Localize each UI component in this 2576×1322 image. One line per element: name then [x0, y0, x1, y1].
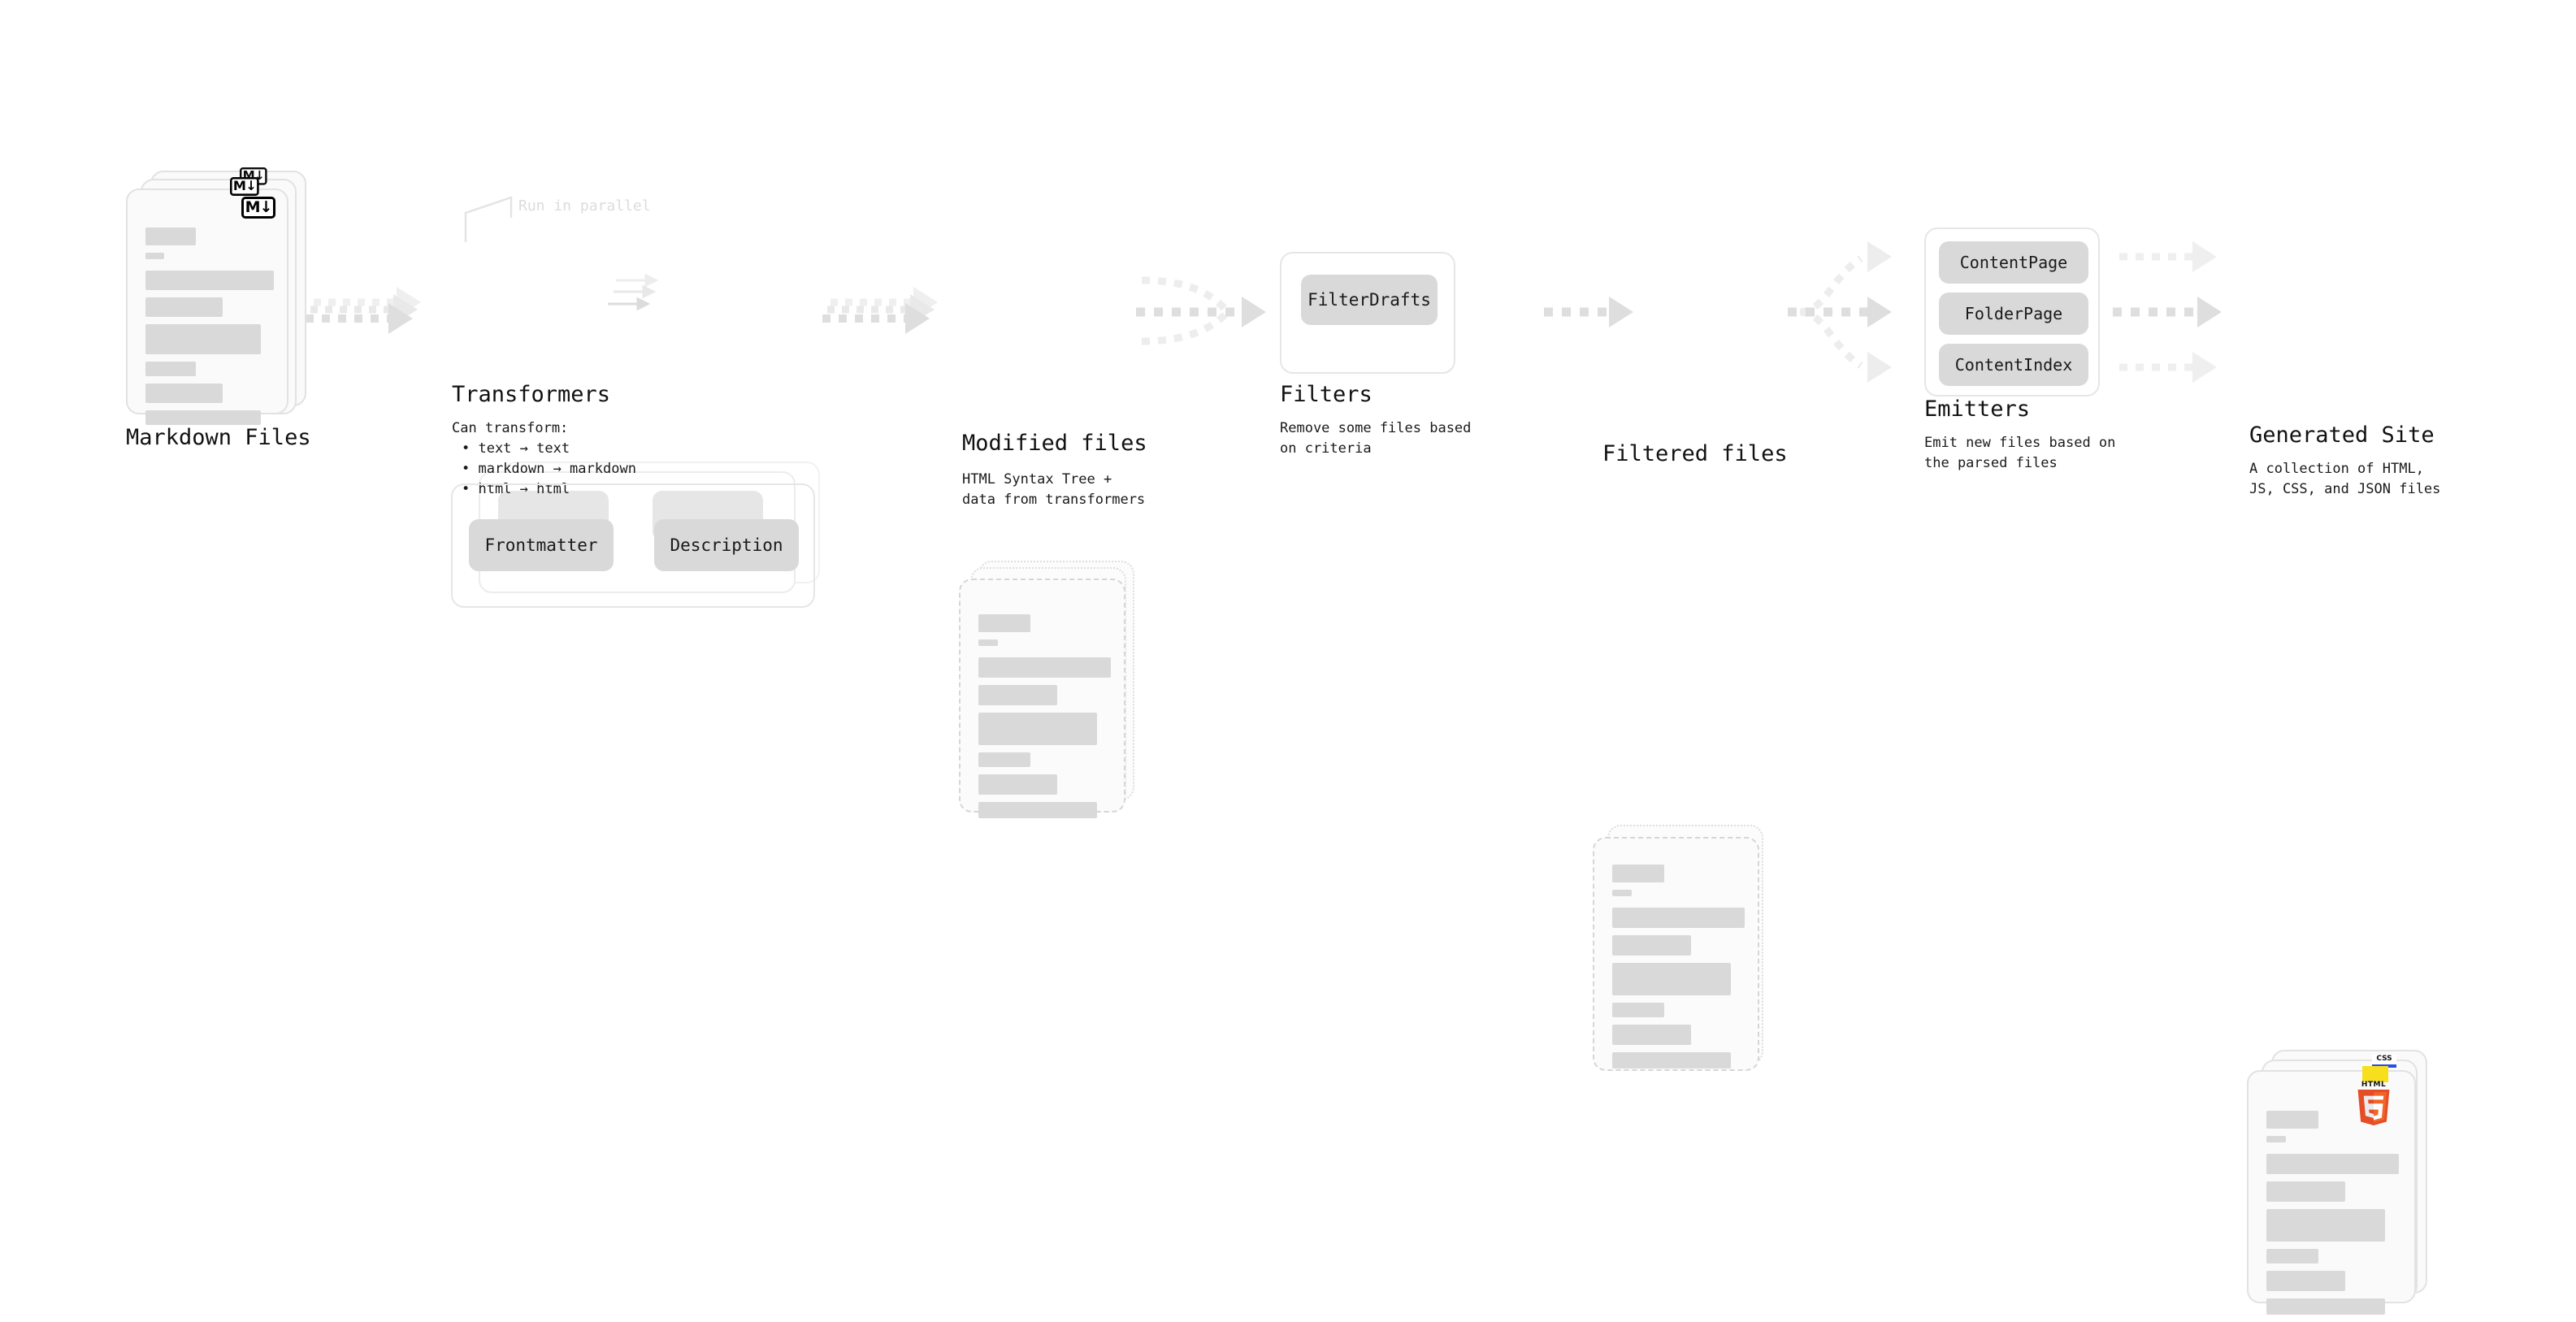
generated-site-caption: A collection of HTML, JS, CSS, and JSON … — [2249, 461, 2441, 497]
transformers-bullet-1: • markdown → markdown — [462, 461, 636, 477]
html5-icon-word: HTML — [2361, 1081, 2387, 1089]
run-in-parallel-bracket — [464, 196, 513, 242]
modified-skeleton-lines — [978, 614, 1111, 826]
transformers-bullets: • text → text • markdown → markdown • ht… — [462, 439, 636, 500]
transformer-inner-arrows — [608, 273, 659, 311]
connector-modified-to-filters — [1136, 276, 1266, 345]
transformers-stack: Frontmatter Description — [451, 462, 833, 608]
connector-filtered-to-emitters — [1788, 241, 1892, 383]
transformers-title: Transformers — [452, 382, 611, 407]
filtered-skeleton-lines — [1612, 865, 1745, 1076]
emitters-box-frame: ContentPage FolderPage ContentIndex — [1924, 228, 2100, 397]
filtered-files-stack — [1593, 825, 1780, 1077]
modified-files-stack — [959, 561, 1146, 818]
pill-filterdrafts[interactable]: FilterDrafts — [1301, 275, 1438, 325]
transformers-box-front: Frontmatter Description — [451, 483, 815, 608]
filtered-card-front — [1593, 837, 1759, 1071]
generated-site-stack: CSS HTML — [2247, 1050, 2442, 1315]
pill-contentindex[interactable]: ContentIndex — [1939, 344, 2088, 386]
markdown-files-title: Markdown Files — [126, 425, 311, 450]
filtered-files-title: Filtered files — [1602, 441, 1788, 466]
modified-files-title: Modified files — [962, 431, 1147, 456]
generated-site-title: Generated Site — [2249, 423, 2435, 448]
connector-emitters-to-site — [2113, 241, 2222, 383]
diagram-canvas: M↓ M↓ M↓ Markdown Files — [126, 167, 2441, 1315]
emitters-caption: Emit new files based on the parsed files — [1924, 435, 2116, 471]
pill-contentpage[interactable]: ContentPage — [1939, 241, 2088, 284]
modified-files-caption: HTML Syntax Tree + data from transformer… — [962, 471, 1146, 508]
connector-transformers-to-modified — [822, 287, 938, 334]
transformers-bullet-0: • text → text — [462, 440, 570, 457]
emitters-box: ContentPage FolderPage ContentIndex — [1924, 228, 2100, 397]
connector-md-to-transformers — [306, 287, 421, 334]
markdown-files-stack: M↓ M↓ M↓ — [126, 167, 313, 425]
filters-caption: Remove some files based on criteria — [1280, 420, 1472, 457]
transformers-bullet-2: • html → html — [462, 481, 570, 497]
pill-description[interactable]: Description — [654, 519, 799, 571]
markdown-badge-mid: M↓ — [230, 177, 259, 196]
javascript-icon — [2362, 1066, 2388, 1082]
pill-folderpage[interactable]: FolderPage — [1939, 293, 2088, 335]
markdown-card-front — [126, 189, 288, 425]
filters-title: Filters — [1280, 382, 1373, 407]
transformers-caption: Can transform: — [452, 420, 569, 436]
modified-card-front — [959, 579, 1125, 818]
markdown-skeleton-lines — [145, 228, 274, 432]
markdown-badge-front: M↓ — [241, 197, 275, 219]
filters-box-frame: FilterDrafts — [1280, 252, 1455, 374]
pill-frontmatter[interactable]: Frontmatter — [469, 519, 614, 571]
html5-icon: HTML — [2356, 1081, 2392, 1125]
filters-box: FilterDrafts — [1280, 252, 1455, 374]
connector-filters-to-filtered — [1544, 297, 1633, 327]
site-skeleton-lines — [2266, 1111, 2399, 1322]
run-in-parallel-label: Run in parallel — [518, 197, 651, 215]
transformers-box-mid — [479, 471, 796, 593]
emitters-title: Emitters — [1924, 397, 2031, 422]
